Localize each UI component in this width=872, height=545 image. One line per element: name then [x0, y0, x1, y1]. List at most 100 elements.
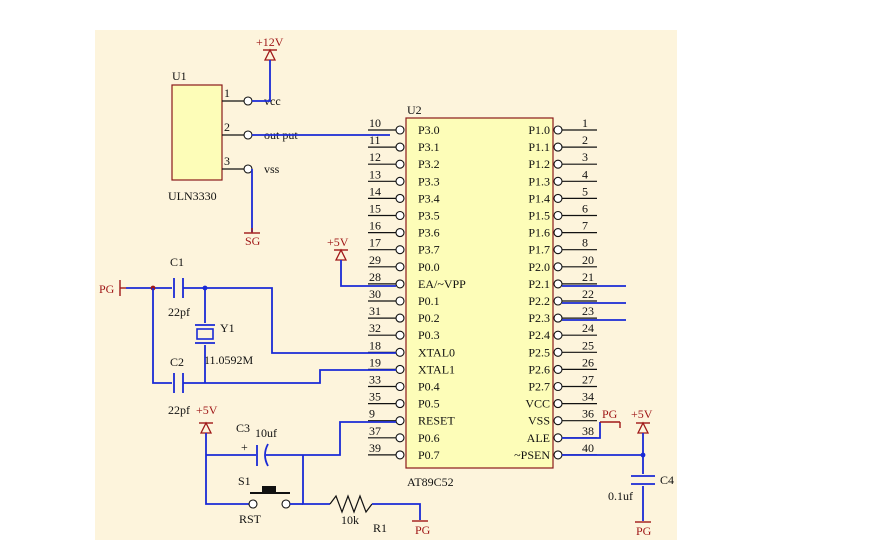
u2-right-pin-num: 36: [582, 407, 594, 421]
u2-left-pin-bubble: [395, 245, 405, 255]
u2-right-pin-name: VCC: [525, 397, 550, 411]
u2-right-pin-num: 20: [582, 253, 594, 267]
ground-pg-vss: PG: [600, 407, 621, 428]
u2-left-pin-name: P0.1: [418, 294, 440, 308]
power-5v-ea-label: +5V: [327, 235, 349, 249]
c1-name: C1: [170, 255, 184, 269]
u2-right-pin-name: ~PSEN: [514, 448, 550, 462]
u2-right-pin-name: P1.4: [528, 191, 550, 205]
c2-value: 22pf: [168, 403, 190, 417]
u2-left-pin-name: P0.4: [418, 380, 440, 394]
u1-pin2-bubble: [243, 130, 253, 140]
u2-left-pin-bubble: [395, 159, 405, 169]
u2-left-pin-name: P0.7: [418, 448, 440, 462]
u2-right-pin-name: P2.1: [528, 277, 550, 291]
u2-left-pin-num: 12: [369, 150, 381, 164]
u2-left-pin-bubble: [395, 210, 405, 221]
y1-crystal: Y1 11.0592M: [195, 321, 254, 367]
u2-right-pin-bubble: [553, 159, 563, 169]
u2-left-pin-num: 17: [369, 236, 381, 250]
u2-left-pin-name: EA/~VPP: [418, 277, 466, 291]
c4-name: C4: [660, 473, 674, 487]
u2-right-pin-num: 38: [582, 424, 594, 438]
c3-value: 10uf: [255, 426, 277, 440]
u2-right-pin-bubble: [553, 296, 563, 306]
u2-right-pin-name: P2.5: [528, 345, 550, 359]
u2-left-pin-bubble: [395, 279, 405, 289]
u2-left-pin-num: 11: [369, 133, 381, 147]
wire-pg-c2: [152, 288, 172, 384]
c1-capacitor: C1 22pf: [168, 255, 190, 319]
c3-polarity: +: [241, 440, 248, 454]
u2-left-pin-bubble: [395, 399, 405, 409]
u2-left-pin-bubble: [395, 142, 405, 152]
u2-left-pin-num: 18: [369, 338, 381, 352]
u2-left-pin-num: 15: [369, 202, 381, 216]
u2-right-pin-bubble: [553, 450, 563, 460]
u2-right-pin-num: 4: [582, 167, 588, 181]
u2-left-pin-num: 37: [369, 424, 381, 438]
s1-switch: S1 RST: [238, 474, 291, 526]
u2-right-pin-name: P2.7: [528, 380, 550, 394]
u1-pin3-bubble: [243, 164, 253, 174]
u2-left-pin-bubble: [395, 313, 405, 323]
u2-right-pin-bubble: [553, 245, 563, 255]
c4-value: 0.1uf: [608, 489, 633, 503]
ground-pg-r1-label: PG: [415, 523, 431, 537]
u2-right-pin-num: 23: [582, 304, 594, 318]
c3-name: C3: [236, 421, 250, 435]
u2-left-pin-name: P0.3: [418, 328, 440, 342]
u2-right-pin-num: 6: [582, 202, 588, 216]
u2-right-pin-name: P2.6: [528, 362, 550, 376]
u2-left-pin-num: 10: [369, 116, 381, 130]
r1-name: R1: [373, 521, 387, 535]
u2-right-pin-name: P2.3: [528, 311, 550, 325]
u2-right-pin-bubble: [553, 364, 563, 374]
u2-right-pin-name: P1.3: [528, 174, 550, 188]
u2-right-pin-name: VSS: [528, 414, 550, 428]
u2-right-pin-bubble: [553, 330, 563, 340]
u2-right-pin-name: P2.2: [528, 294, 550, 308]
c2-capacitor: C2 22pf: [168, 355, 190, 417]
s1-contact-left: [248, 499, 258, 509]
y1-body: [196, 328, 214, 340]
u2-part-label: AT89C52: [407, 475, 454, 489]
u2-right-pin-name: P1.6: [528, 226, 550, 240]
u1-pin1-num: 1: [224, 86, 230, 100]
u1-component: U1 ULN3330 1 vcc 2 out put 3 vss: [168, 69, 298, 203]
wire-c2-xtal1: [183, 369, 396, 384]
u2-right-pin-num: 24: [582, 321, 594, 335]
u2-left-pin-bubble: [395, 381, 405, 392]
wire-5v-ea: [340, 260, 396, 287]
u2-left-pin-bubble: [395, 330, 405, 340]
u2-right-pin-name: P1.5: [528, 209, 550, 223]
u1-pin2-num: 2: [224, 120, 230, 134]
r1-resistor: 10k R1: [329, 494, 387, 535]
u2-right-pin-bubble: [553, 399, 563, 409]
u2-designator: U2: [407, 103, 422, 117]
u2-right-pin-bubble: [553, 262, 563, 272]
u2-right-pin-name: P1.7: [528, 243, 550, 257]
u2-right-pin-num: 22: [582, 287, 594, 301]
y1-value: 11.0592M: [204, 353, 254, 367]
u2-left-pin-num: 28: [369, 270, 381, 284]
u2-left-pin-name: P3.2: [418, 157, 440, 171]
u1-body: [171, 84, 223, 181]
wire-12v-u1-vcc: [252, 60, 271, 102]
u2-left-pin-bubble: [395, 125, 405, 135]
ground-pg-vss-label: PG: [602, 407, 618, 421]
u2-left-pin-num: 35: [369, 390, 381, 404]
u2-right-pin-num: 8: [582, 236, 588, 250]
s1-value: RST: [239, 512, 262, 526]
u2-left-pin-bubble: [395, 296, 405, 306]
r1-zigzag: [329, 494, 373, 514]
y1-name: Y1: [220, 321, 235, 335]
c3-plate-right: [264, 443, 269, 467]
u2-left-pin-bubble: [395, 176, 405, 186]
u2-right-pin-name: P1.0: [528, 123, 550, 137]
u2-left-pin-name: XTAL1: [418, 362, 455, 376]
wire-5v-reset: [205, 433, 249, 505]
s1-name: S1: [238, 474, 251, 488]
u2-right-pin-num: 5: [582, 184, 588, 198]
u2-right-pin-name: ALE: [527, 431, 550, 445]
